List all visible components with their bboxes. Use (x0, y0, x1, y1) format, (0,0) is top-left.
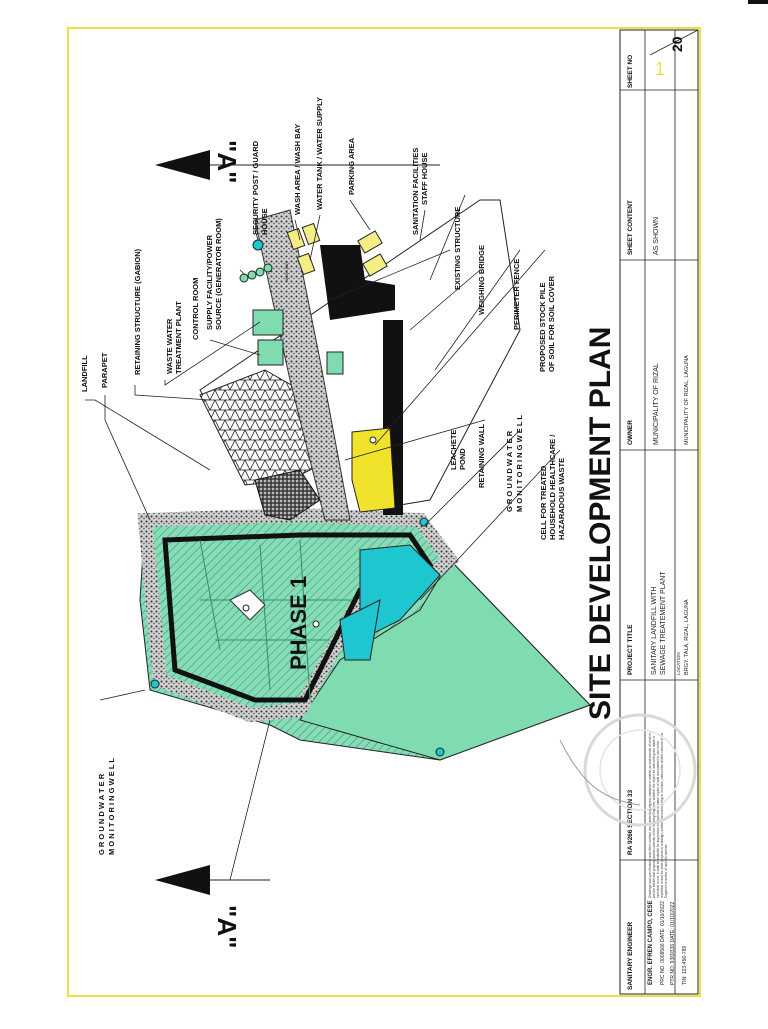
label-landfill: LANDFILL (80, 355, 89, 392)
section-arrow-bottom (155, 865, 210, 895)
sheet-content-header: SHEET CONTENT (627, 200, 634, 255)
label-retaining-structure: RETAINING STRUCTURE (GABION) (133, 248, 142, 375)
engineer-name: ENGR. EFREN CAMPO, CESE (648, 900, 654, 985)
owner-location: MUNICIPALITY OF RIZAL, LAGUNA (684, 355, 690, 445)
label-gw-left-2: M O N I T O R I N G W E L L (107, 758, 116, 855)
engineer-prc: PRC NO. 0008566 DATE: 01/10/2022 (660, 901, 666, 985)
label-supply-1: SUPPLY FACILITY/POWER (205, 234, 214, 330)
label-control-room: CONTROL ROOM (191, 278, 200, 340)
section-arrow-top (155, 150, 210, 180)
site-plan-drawing: "A" "A" PHASE 1 SITE DEVELOPMENT PLAN LA… (80, 97, 617, 949)
weighing-bridge (326, 351, 344, 375)
label-security-1: SECURITY POST / GUARD (251, 140, 260, 235)
project-title-1: SANITARY LANDFILL WITH (651, 587, 658, 675)
label-weighing-bridge: WEIGHING BRIDGE (477, 245, 486, 315)
label-stockpile-1: PROPOSED STOCK PILE (538, 283, 547, 372)
section-marker-a-top: "A" (212, 140, 242, 183)
owner-value: MUNICIPALITY OF RIZAL (653, 363, 660, 445)
label-cell-1: CELL FOR TREATED (539, 465, 548, 540)
label-perimeter-fence: PERIMETER FENCE (512, 259, 521, 330)
sheet-border (67, 27, 701, 997)
ra-section: RA 9266 SECTION 33 (627, 789, 634, 855)
label-gw-left-1: G R O U N D W A T E R (97, 773, 106, 855)
label-stockpile-2: OF SOIL FOR SOIL COVER (547, 275, 556, 372)
label-wash-bay-small: WASH BAY (284, 261, 289, 282)
control-room-box (257, 339, 284, 366)
title-block: SHEET NO SHEET CONTENT OWNER PROJECT TIT… (559, 29, 699, 995)
label-sanitation: SANITATION FACILITIES (411, 148, 420, 235)
engineer-tin: TIN: 123-456-789 (682, 946, 688, 985)
label-staff-house: STAFF HOUSE (420, 153, 429, 205)
label-wwtp-1: WASTE WATER (165, 318, 174, 374)
cell-treated-waste-2 (339, 599, 381, 661)
label-supply-2: SOURCE (GENERATOR ROOM) (214, 218, 223, 330)
access-road (254, 209, 351, 521)
label-cell-2: HOUSEHOLD HEALTHCARE / (548, 434, 557, 540)
owner-header: OWNER (627, 420, 634, 445)
label-leachete-2: POND (458, 448, 467, 470)
engineer-header: SANITARY ENGINEER (627, 922, 634, 990)
label-wwtp-2: TREATMENT PLANT (174, 301, 183, 374)
page-title: SITE DEVELOPMENT PLAN (584, 327, 617, 720)
gabion-steps (254, 469, 321, 521)
engineer-seal-stamp (583, 713, 697, 827)
label-gw-top-2: M O N I T O R I N G W E L L (515, 415, 524, 512)
location-tag: LOCATION (676, 652, 681, 675)
sheet-total: 20 (669, 36, 685, 52)
label-security-2: HOUSE (260, 208, 269, 235)
label-retaining-wall: RETAINING WALL (477, 424, 486, 488)
location-value: BRGY. TALA, RIZAL, LAGUNA (684, 599, 690, 675)
label-cell-3: HAZARADOUS WASTE (557, 458, 566, 540)
legal-notice: Drawings and specifications and other co… (648, 733, 668, 898)
sheet-number: 1 (655, 59, 665, 79)
label-parapet: PARAPET (100, 352, 109, 388)
existing-structure (320, 245, 395, 320)
label-existing-structure: EXISTING STRUCTURE (453, 207, 462, 290)
signature-mark (559, 739, 641, 806)
section-marker-a-bottom: "A" (212, 905, 242, 948)
project-title-header: PROJECT TITLE (627, 624, 634, 675)
label-wash-area: WASH AREA / WASH BAY (293, 124, 302, 215)
engineer-ptr: PTR NO. 9369336 DATE: 01/10/2022 (670, 901, 676, 985)
sheet-content-value: AS SHOWN (653, 217, 660, 255)
project-title-2: SEWAGE TREATEMENT PLANT (660, 571, 667, 675)
label-parking: PARKING AREA (347, 137, 356, 195)
label-gw-top-1: G R O U N D W A T E R (505, 430, 514, 512)
phase-label: PHASE 1 (286, 576, 311, 670)
sheet-no-header: SHEET NO (627, 55, 634, 88)
label-leachete-1: LEACHETE (449, 430, 458, 470)
label-water-tank: WATER TANK / WATER SUPPLY (315, 97, 324, 210)
wwtp-box (252, 309, 284, 336)
